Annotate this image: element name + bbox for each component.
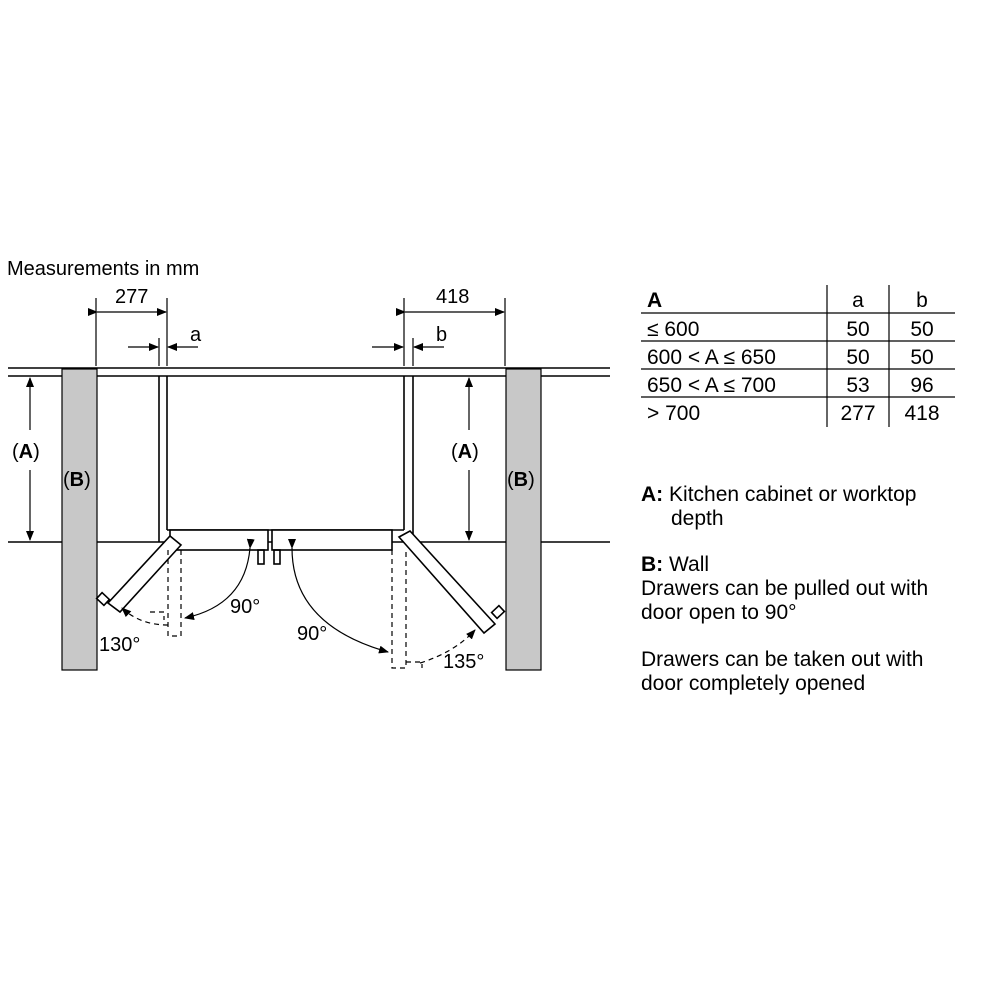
note-drawers-removed: Drawers can be taken out with door compl… xyxy=(641,648,923,696)
table-cell: 277 xyxy=(840,402,875,425)
left-handle-icon xyxy=(257,549,265,565)
legend-a-key: A: xyxy=(641,483,664,506)
dim-label-a: a xyxy=(190,324,202,346)
note-1-line-2: door open to 90° xyxy=(641,601,797,624)
dim-label-418: 418 xyxy=(436,286,469,308)
legend-a-text: Kitchen cabinet or worktop xyxy=(669,483,917,506)
table-cell: 50 xyxy=(910,318,933,341)
legend-b: B: Wall xyxy=(641,553,709,577)
note-2-line-2: door completely opened xyxy=(641,672,866,695)
table-header-A: A xyxy=(647,289,662,312)
dim-label-b: b xyxy=(436,324,447,346)
wall-left xyxy=(61,368,98,671)
table-cell: > 700 xyxy=(647,402,700,425)
measurements-caption: Measurements in mm xyxy=(7,258,199,280)
note-drawers-pulled: Drawers can be pulled out with door open… xyxy=(641,577,928,625)
table-cell: 50 xyxy=(846,318,869,341)
table-cell: 600 < A ≤ 650 xyxy=(647,346,776,369)
legend-b-text: Wall xyxy=(669,553,710,576)
wall-right xyxy=(505,368,542,671)
table-header-b: b xyxy=(916,289,928,312)
note-2-line-1: Drawers can be taken out with xyxy=(641,648,924,671)
angle-label-left-90: 90° xyxy=(230,596,260,618)
angle-label-right-135: 135° xyxy=(443,651,484,673)
angle-label-left-130: 130° xyxy=(99,634,140,656)
table-cell: ≤ 600 xyxy=(647,318,699,341)
table-cell: 53 xyxy=(846,374,869,397)
swing-arcs-wide xyxy=(121,607,476,664)
legend-a-text-2: depth xyxy=(671,507,724,530)
table-cell: 96 xyxy=(910,374,933,397)
note-1-line-1: Drawers can be pulled out with xyxy=(641,577,929,600)
label-B-right: (B) xyxy=(507,469,535,491)
right-door xyxy=(397,529,506,635)
right-handle-icon xyxy=(273,549,281,565)
legend-a: A: Kitchen cabinet or worktop depth xyxy=(641,483,916,531)
dimension-right xyxy=(372,298,506,366)
table-cell: 50 xyxy=(846,346,869,369)
label-A-left: (A) xyxy=(12,441,40,463)
left-door xyxy=(95,534,183,614)
angle-label-right-90: 90° xyxy=(297,623,327,645)
table-header-a: a xyxy=(852,289,864,312)
door-90-outlines xyxy=(150,550,423,669)
dimension-left xyxy=(88,298,198,366)
swing-arcs xyxy=(184,538,389,654)
refrigerator-body xyxy=(167,529,404,565)
label-B-left: (B) xyxy=(63,469,91,491)
dim-label-277: 277 xyxy=(115,286,148,308)
legend-b-key: B: xyxy=(641,553,664,576)
table-cell: 650 < A ≤ 700 xyxy=(647,374,776,397)
table-cell: 50 xyxy=(910,346,933,369)
gap-table: A a b ≤ 600 50 50 600 < A ≤ 650 50 50 65… xyxy=(641,285,955,427)
label-A-right: (A) xyxy=(451,441,479,463)
table-cell: 418 xyxy=(904,402,939,425)
cabinet-dividers xyxy=(158,376,414,542)
depth-arrows xyxy=(26,377,473,541)
